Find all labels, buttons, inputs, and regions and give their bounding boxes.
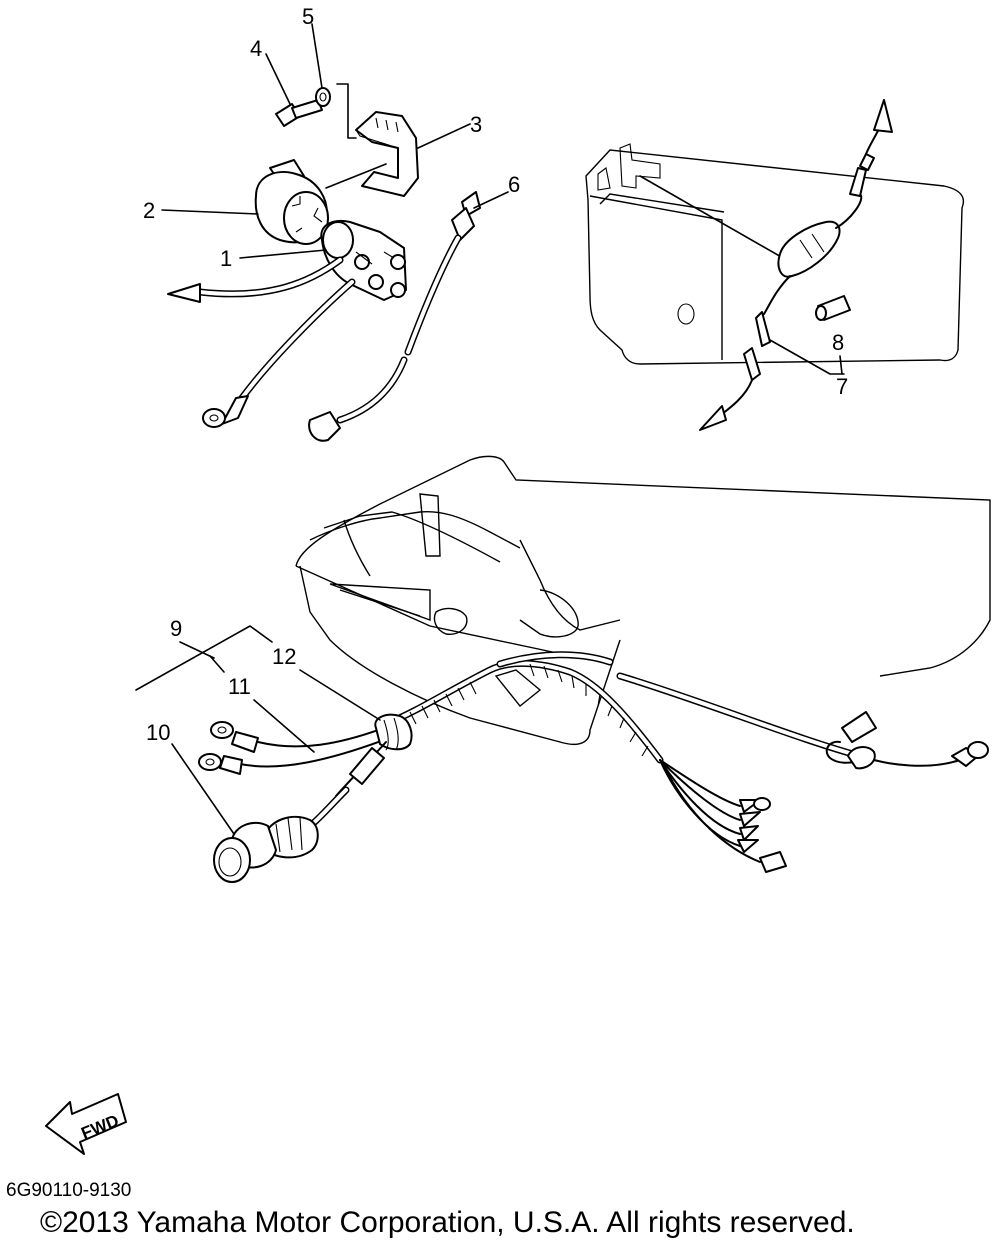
callout-3: 3 xyxy=(470,112,482,137)
callout-6: 6 xyxy=(508,172,520,197)
callout-4: 4 xyxy=(250,36,262,61)
leader-lines xyxy=(135,23,509,835)
battery-box-outline xyxy=(585,143,965,365)
switch-part[interactable] xyxy=(213,786,350,883)
washer-part[interactable] xyxy=(315,87,331,107)
lower-cowling-outline xyxy=(295,455,991,746)
callout-5: 5 xyxy=(302,4,314,29)
fwd-arrow-icon: FWD xyxy=(45,1093,127,1155)
callout-7: 7 xyxy=(836,374,848,399)
bolt-part[interactable] xyxy=(275,99,323,127)
relay-holder-part[interactable] xyxy=(254,159,329,245)
callout-10: 10 xyxy=(146,720,170,745)
fuse-holder-part[interactable] xyxy=(699,99,893,431)
callout-9: 9 xyxy=(170,616,182,641)
starter-relay-part[interactable] xyxy=(320,220,407,301)
diagram-code: 6G90110-9130 xyxy=(6,1180,132,1201)
callout-2: 2 xyxy=(143,198,155,223)
callout-1: 1 xyxy=(220,246,232,271)
battery-cable-part[interactable] xyxy=(308,191,481,442)
copyright-notice: ©2013 Yamaha Motor Corporation, U.S.A. A… xyxy=(40,1206,855,1239)
callout-12: 12 xyxy=(272,644,296,669)
callout-11: 11 xyxy=(228,674,251,699)
bracket-part[interactable] xyxy=(355,111,419,197)
starter-relay-group xyxy=(167,83,419,428)
wire-harness-part[interactable] xyxy=(198,651,989,873)
callout-8: 8 xyxy=(832,330,844,355)
fuse-part[interactable] xyxy=(815,295,851,321)
